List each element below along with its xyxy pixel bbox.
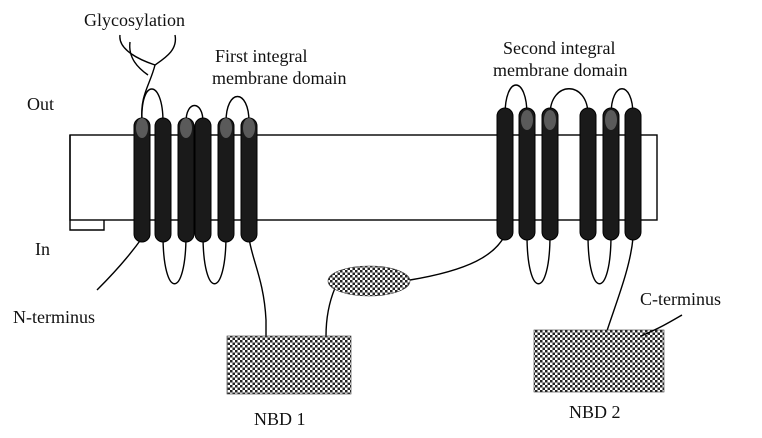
inner-loop-10-11 (587, 234, 612, 285)
n-terminus-tail (96, 237, 143, 291)
helix-9-cap (544, 110, 556, 130)
helix-11 (602, 107, 620, 241)
glycosylation-loop-left (119, 34, 156, 66)
nbd2-box (533, 329, 665, 393)
membrane-left-bracket (69, 135, 105, 231)
link-from-regulatory (409, 234, 506, 281)
helix-4 (194, 117, 212, 243)
glycosylation-label: Glycosylation (84, 10, 185, 30)
glycosylation-marker (119, 34, 177, 121)
first-domain-helices (133, 117, 258, 243)
out-label: Out (27, 94, 54, 114)
glycosylation-loop-inner (129, 41, 149, 76)
helix-5-cap (220, 118, 232, 138)
link-to-nbd1 (248, 237, 267, 336)
helix-8 (518, 107, 536, 241)
helix-10 (579, 107, 597, 241)
in-label: In (35, 239, 50, 259)
first-domain-loops (96, 88, 267, 336)
nbd2-label: NBD 2 (569, 402, 621, 422)
second-domain-helices (496, 107, 642, 241)
glycosylation-stem (141, 64, 156, 121)
regulatory-domain (327, 265, 411, 297)
nbd1-box (226, 335, 352, 395)
first-domain-label-line1: First integral (215, 46, 308, 66)
helix-3-cap (180, 118, 192, 138)
outer-loop-3-4 (185, 104, 204, 123)
second-domain-loops (409, 84, 634, 341)
outer-loop-7-8 (504, 84, 528, 116)
c-terminus-label: C-terminus (640, 289, 721, 309)
outer-loop-5-6 (225, 95, 250, 123)
outer-loop-11-12 (610, 88, 634, 116)
inner-loop-8-9 (526, 234, 551, 285)
nbd1-label: NBD 1 (254, 409, 306, 429)
helix-8-cap (521, 110, 533, 130)
c-terminus-link (603, 237, 634, 341)
outer-loop-1-2 (141, 88, 164, 123)
inner-loop-4-5 (202, 234, 227, 285)
helix-1-cap (136, 118, 148, 138)
second-domain-label-line1: Second integral (503, 38, 615, 58)
helix-9 (541, 107, 559, 241)
n-terminus-label: N-terminus (13, 307, 95, 327)
glycosylation-loop-right (154, 34, 177, 66)
helix-11-cap (605, 110, 617, 130)
helix-7 (496, 107, 514, 241)
nbd1-to-regulatory-link (325, 287, 336, 337)
c-terminus-pointer (640, 314, 683, 337)
inner-loop-2-3 (162, 234, 187, 285)
helix-2 (154, 117, 172, 243)
helix-12 (624, 107, 642, 241)
helix-6-cap (243, 118, 255, 138)
outer-loop-9-10 (549, 88, 589, 116)
first-domain-label-line2: membrane domain (212, 68, 346, 88)
second-domain-label-line2: membrane domain (493, 60, 627, 80)
